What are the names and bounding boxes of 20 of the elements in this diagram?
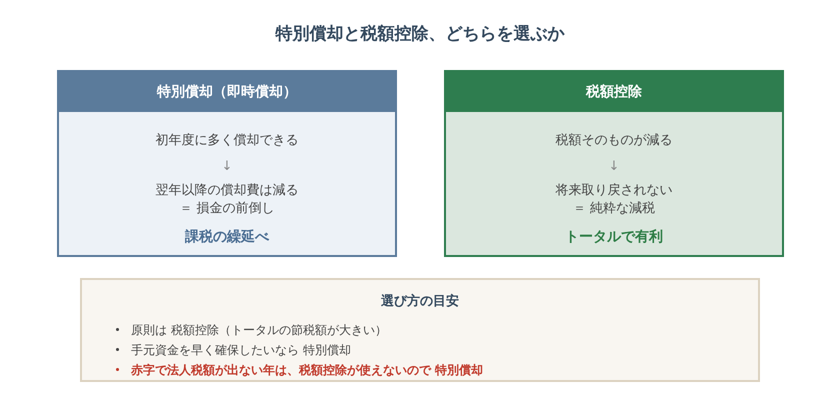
- card-text: 初年度に多く償却できる: [156, 132, 298, 150]
- conclusion-text: トータルで有利: [565, 228, 663, 246]
- down-arrow: ↓: [222, 158, 232, 176]
- card-text: 将来取り戻されない: [556, 182, 672, 200]
- card-text: 翌年以降の償却費は減る: [156, 182, 298, 200]
- conclusion-text: 課税の繰延べ: [185, 228, 269, 246]
- guide-panel: [80, 278, 760, 382]
- bullet-item: 原則は 税額控除（トータルの節税額が大きい）: [131, 322, 387, 338]
- bullet-item: 手元資金を早く確保したいなら 特別償却: [131, 342, 351, 358]
- card-text: 税額そのものが減る: [556, 132, 672, 150]
- title: 特別償却と税額控除、どちらを選ぶか: [274, 23, 566, 46]
- card-text: ＝ 純粋な減税: [572, 200, 656, 218]
- comparison-card: [444, 70, 784, 257]
- card-header: 特別償却（即時償却）: [59, 72, 395, 112]
- comparison-card: [57, 70, 397, 257]
- card-text: ＝ 損金の前倒し: [179, 200, 275, 218]
- panel-heading: 選び方の目安: [380, 292, 460, 311]
- bullet-item: 赤字で法人税額が出ない年は、税額控除が使えないので 特別償却: [131, 362, 484, 378]
- card-header: 税額控除: [446, 72, 782, 112]
- down-arrow: ↓: [608, 158, 620, 176]
